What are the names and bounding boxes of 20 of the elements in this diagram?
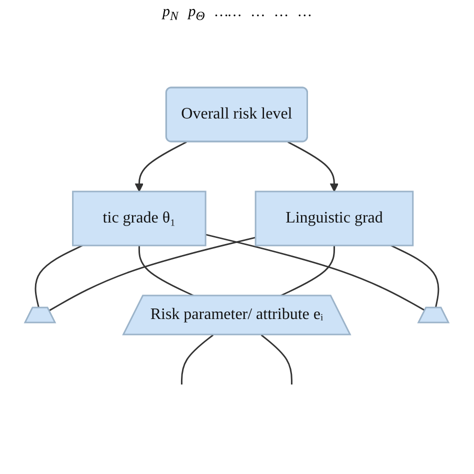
node-box bbox=[24, 306, 56, 324]
connector bbox=[49, 236, 256, 312]
math-label: … bbox=[252, 4, 265, 22]
connector bbox=[35, 244, 84, 308]
math-label: p$_{N}$ bbox=[162, 4, 178, 24]
node-box: Linguistic grad bbox=[255, 190, 414, 246]
connector bbox=[261, 334, 293, 384]
arrow bbox=[288, 141, 339, 192]
connector bbox=[181, 334, 214, 384]
node-box: tic grade θ₁ bbox=[72, 190, 207, 246]
connector bbox=[206, 234, 426, 312]
math-label: … bbox=[298, 4, 312, 22]
connector bbox=[280, 246, 336, 297]
connector bbox=[390, 244, 440, 308]
math-label: …… bbox=[214, 4, 242, 22]
connector bbox=[138, 246, 196, 297]
math-label: p$_{Θ}$ bbox=[188, 4, 205, 24]
node-box bbox=[418, 306, 450, 324]
math-label: … bbox=[274, 4, 288, 22]
arrow bbox=[135, 141, 188, 192]
